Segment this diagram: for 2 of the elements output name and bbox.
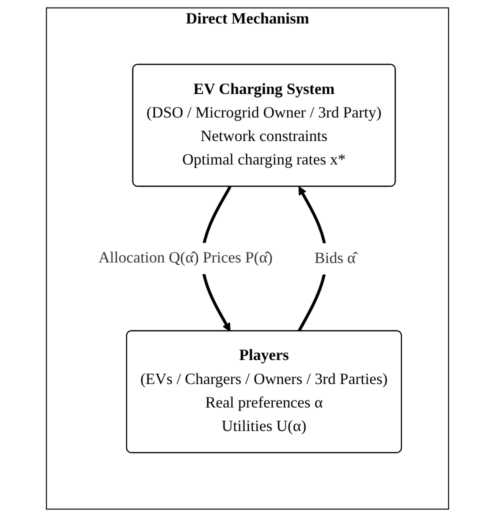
edge-label: Allocation Q(α̂) Prices P(α̂) [98, 250, 273, 266]
edge-label: Bids α̂ [314, 250, 356, 267]
